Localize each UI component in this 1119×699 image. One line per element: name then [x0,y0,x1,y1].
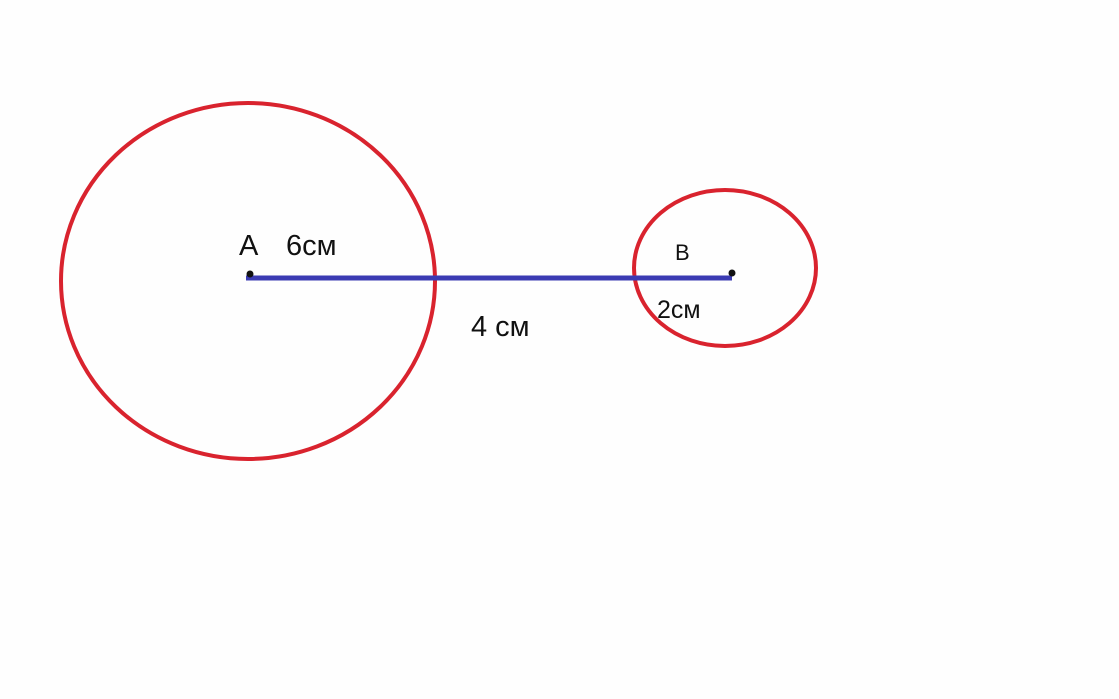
circle-a [59,101,437,461]
label-distance: 4 см [471,311,530,343]
label-point-a: A [239,230,259,262]
label-radius-b: 2см [657,296,701,324]
label-point-b: B [675,240,690,265]
circle-b [632,188,818,348]
point-a [246,270,254,278]
label-radius-a: 6см [286,230,337,262]
point-b [728,269,736,277]
